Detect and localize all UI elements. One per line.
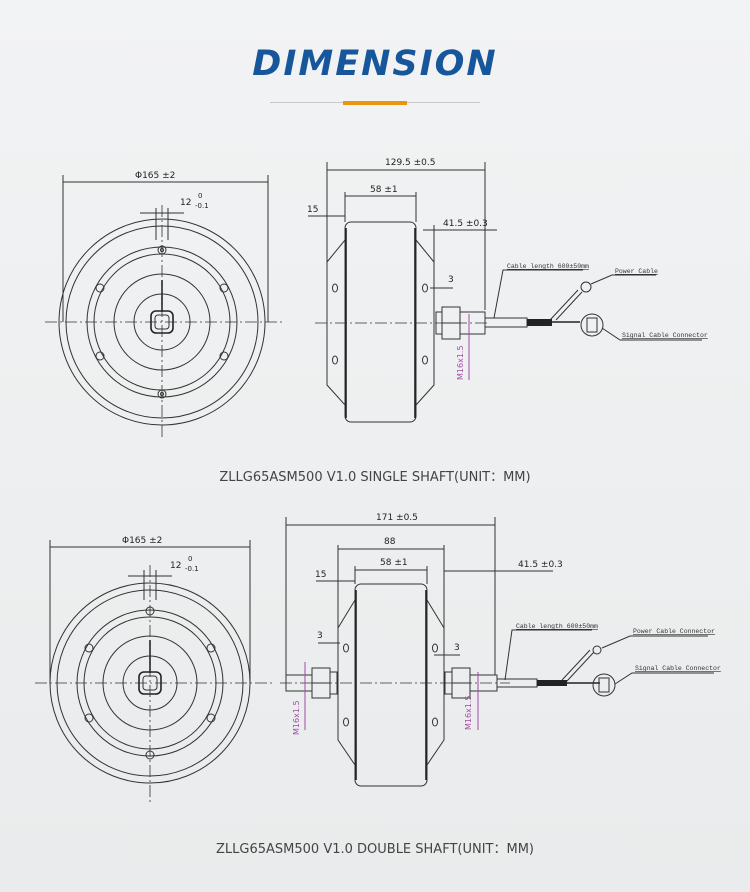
body-width-label: 58 ±1: [370, 185, 398, 195]
gap-label: 3: [448, 275, 454, 285]
body-width-label: 58 ±1: [380, 558, 408, 568]
single-shaft-caption: ZLLG65ASM500 V1.0 SINGLE SHAFT(UNIT：MM): [219, 470, 531, 485]
page-title: DIMENSION: [252, 44, 498, 84]
shaft-flat-label: 12: [170, 561, 181, 571]
cable-length-note: Cable length 600±50mm: [516, 623, 598, 630]
thread-right-label: M16x1.5: [464, 695, 473, 730]
offset-label: 15: [315, 570, 326, 580]
shaft-flat-label: 12: [180, 198, 191, 208]
flange-width-label: 88: [384, 537, 396, 547]
thread-left-label: M16x1.5: [292, 700, 301, 735]
shaft-length-label: 41.5 ±0.3: [518, 560, 563, 570]
gap-right-label: 3: [454, 643, 460, 653]
single-shaft-front-view: Φ165 ±2 12 0 -0.1: [45, 171, 285, 440]
overall-length-label: 171 ±0.5: [376, 513, 418, 523]
tolerance-lower: -0.1: [195, 202, 209, 210]
signal-connector-note: Signal Cable Connector: [635, 665, 721, 672]
tolerance-upper: 0: [188, 555, 192, 563]
signal-connector-note: Signal Cable Connector: [622, 332, 708, 339]
shaft-length-label: 41.5 ±0.3: [443, 219, 488, 229]
single-shaft-side-view: M16x1.5 129.5 ±0.5 58 ±1 15 41.5 ±0.3 3 …: [307, 158, 708, 423]
cable-length-note: Cable length 600±50mm: [507, 263, 589, 270]
offset-label: 15: [307, 205, 318, 215]
diameter-label: Φ165 ±2: [122, 536, 162, 546]
tolerance-upper: 0: [198, 192, 202, 200]
power-connector-note: Power Cable Connector: [633, 628, 715, 635]
tolerance-lower: -0.1: [185, 565, 199, 573]
overall-length-label: 129.5 ±0.5: [385, 158, 435, 168]
double-shaft-caption: ZLLG65ASM500 V1.0 DOUBLE SHAFT(UNIT：MM): [216, 842, 534, 857]
double-shaft-side-view: M16x1.5 M16x1.5 171 ±0.5 88 58 ±1 15 41.…: [280, 513, 721, 787]
thread-label: M16x1.5: [456, 345, 465, 380]
diameter-label: Φ165 ±2: [135, 171, 175, 181]
title-accent-bar: [343, 101, 407, 105]
double-shaft-front-view: Φ165 ±2 12 0 -0.1: [35, 536, 275, 805]
gap-left-label: 3: [317, 631, 323, 641]
power-cable-note: Power Cable: [615, 268, 658, 275]
